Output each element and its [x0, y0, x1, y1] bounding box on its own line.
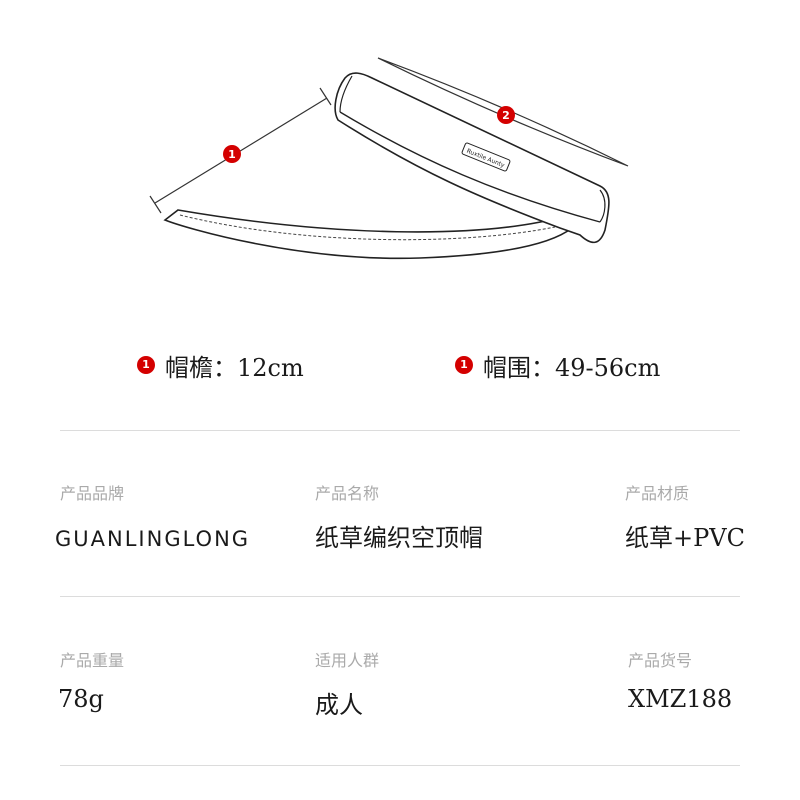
spec-brand-label: 产品品牌: [60, 484, 125, 503]
spec-sku-label: 产品货号: [628, 651, 693, 670]
spec-weight-value: 78g: [58, 685, 104, 713]
divider: [60, 765, 740, 766]
circumference-measurement-text: 帽围：49-56cm: [483, 354, 661, 382]
marker-2-icon: 2: [497, 106, 515, 124]
spec-audience-label: 适用人群: [315, 651, 380, 670]
spec-brand-value: GUANLINGLONG: [55, 527, 251, 551]
spec-material-label: 产品材质: [625, 484, 690, 503]
divider: [60, 430, 740, 431]
marker-1-icon: 1: [223, 145, 241, 163]
hat-brim: [163, 209, 574, 260]
marker-1-icon: 1: [137, 355, 155, 374]
spec-material-value: 纸草+PVC: [625, 524, 745, 552]
brim-dimension-line: [149, 87, 332, 214]
brim-measurement: 1 帽檐：12cm: [137, 348, 304, 383]
spec-name-value: 纸草编织空顶帽: [315, 524, 483, 552]
brim-measurement-text: 帽檐：12cm: [165, 354, 304, 382]
spec-audience-value: 成人: [315, 691, 363, 719]
marker-1-icon: 1: [455, 355, 473, 374]
spec-weight-label: 产品重量: [60, 651, 125, 670]
svg-text:1: 1: [228, 148, 236, 161]
hat-visor-illustration: Ruxtile Aunty 1 2: [149, 57, 629, 260]
divider: [60, 596, 740, 597]
spec-sku-value: XMZ188: [628, 685, 733, 713]
circumference-measurement: 1 帽围：49-56cm: [455, 348, 660, 383]
spec-name-label: 产品名称: [315, 484, 380, 503]
svg-text:2: 2: [502, 109, 510, 122]
